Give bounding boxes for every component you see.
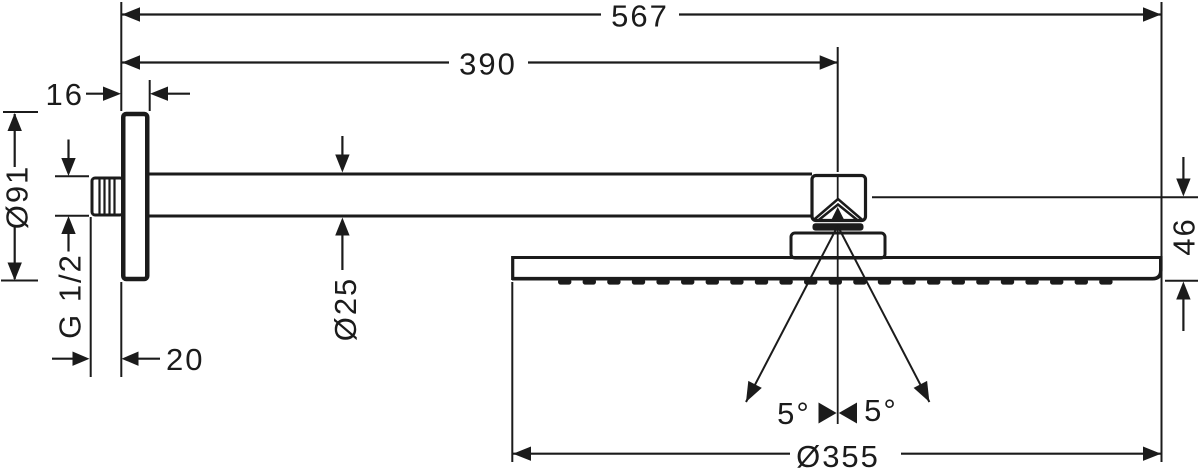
nozzle xyxy=(681,279,695,285)
label-46: 46 xyxy=(1166,217,1200,255)
arrow-355-left xyxy=(513,446,531,461)
arrow-567-right xyxy=(1143,7,1161,22)
nozzle xyxy=(1099,279,1113,285)
label-dia-91: Ø91 xyxy=(0,165,35,230)
nozzle xyxy=(656,279,670,285)
spray-line-left xyxy=(745,225,839,403)
label-angle-left: 5° xyxy=(777,396,811,431)
dimension-lines xyxy=(13,13,1185,455)
arrow-355-right xyxy=(1143,446,1161,461)
label-20: 20 xyxy=(166,342,204,377)
nozzle xyxy=(730,279,744,285)
nozzle-row xyxy=(558,279,1113,285)
shower-arm xyxy=(149,172,812,218)
nozzle xyxy=(828,279,842,285)
wall-thread xyxy=(90,176,125,217)
head-face-edge xyxy=(512,256,1163,281)
label-dia-25: Ø25 xyxy=(328,277,363,342)
elbow-chevron-outer xyxy=(812,197,864,222)
nozzle xyxy=(558,279,572,285)
nozzle xyxy=(1000,279,1015,285)
arrow-20-left xyxy=(72,351,90,366)
nozzle xyxy=(705,279,719,285)
arrow-20-right xyxy=(121,351,139,366)
nozzle xyxy=(754,279,769,285)
label-567: 567 xyxy=(611,0,669,34)
spray-arrow-right xyxy=(913,380,930,402)
arrow-390-right xyxy=(819,55,838,70)
nozzle xyxy=(927,279,941,285)
nozzle xyxy=(1050,279,1064,285)
label-angle-right: 5° xyxy=(864,393,898,428)
arrow-91-bottom xyxy=(7,262,22,281)
arrow-25-top xyxy=(335,154,350,173)
nozzle xyxy=(582,279,596,285)
nozzle xyxy=(976,279,990,285)
angle-arrow-right xyxy=(838,402,857,424)
nozzle xyxy=(853,279,867,285)
nozzle xyxy=(779,279,793,285)
nozzle xyxy=(877,279,892,285)
nozzle xyxy=(1025,279,1039,285)
thread-hatch xyxy=(98,178,116,215)
elbow-joint xyxy=(810,173,868,223)
arrow-91-top xyxy=(7,113,22,131)
arrow-567-left xyxy=(122,7,140,22)
nozzle xyxy=(1074,279,1088,285)
arrow-46-bottom xyxy=(1176,281,1191,300)
thread-body xyxy=(90,176,125,217)
label-dia-355: Ø355 xyxy=(796,439,880,473)
arrow-g12-bottom xyxy=(61,216,76,234)
label-g12: G 1/2 xyxy=(53,253,88,339)
spray-line-right xyxy=(836,225,931,403)
nozzle xyxy=(951,279,965,285)
arrow-16-left xyxy=(103,86,121,101)
label-16: 16 xyxy=(46,77,84,112)
nozzle xyxy=(607,279,621,285)
spray-geometry xyxy=(745,225,931,424)
wall-plate xyxy=(121,111,150,282)
arrowheads xyxy=(7,7,1191,461)
nozzle xyxy=(902,279,916,285)
angle-arrow-left xyxy=(818,402,837,424)
arrow-16-right xyxy=(150,86,168,101)
arrow-390-left xyxy=(122,55,140,70)
arrow-g12-top xyxy=(61,158,76,176)
nozzle xyxy=(631,279,646,285)
extension-lines xyxy=(1,2,1198,462)
arrow-25-bottom xyxy=(335,217,350,236)
arrow-46-top xyxy=(1176,178,1191,197)
shower-head xyxy=(511,256,1163,285)
spray-arrow-left xyxy=(746,380,762,402)
label-390: 390 xyxy=(459,47,517,82)
ball-joint-arrow xyxy=(831,207,845,221)
elbow-chevron-inner xyxy=(816,202,860,222)
